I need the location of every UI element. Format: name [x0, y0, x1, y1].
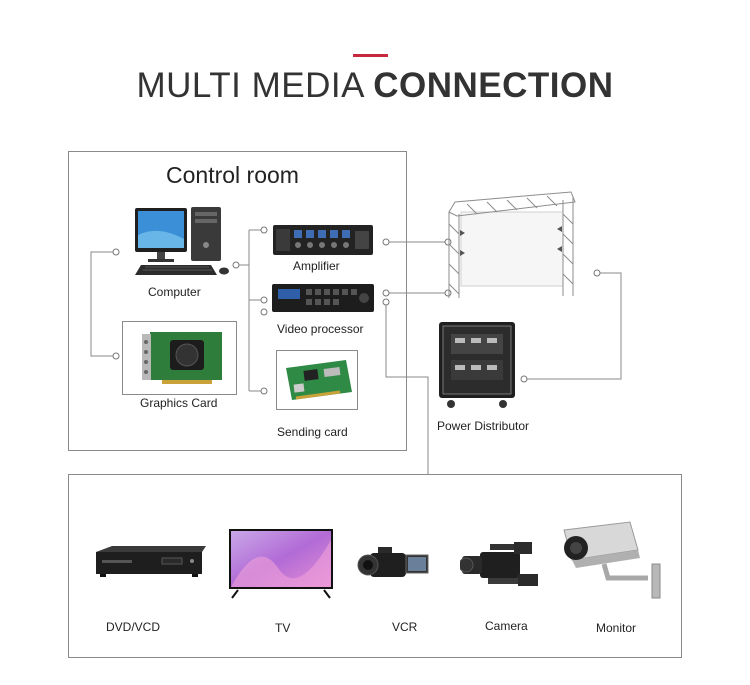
graphics-card-frame: [122, 321, 237, 395]
connector-dot: [593, 269, 601, 277]
amplifier-icon: [273, 225, 373, 255]
cctv-camera-icon: [563, 521, 661, 599]
connector-dot: [382, 238, 390, 246]
connector-dot: [260, 296, 268, 304]
graphics-card-label: Graphics Card: [140, 396, 218, 410]
sending-card-frame: [276, 350, 358, 410]
control-room-title: Control room: [166, 162, 299, 188]
connector-dot: [260, 308, 268, 316]
computer-label: Computer: [148, 285, 201, 299]
page-title: MULTI MEDIA CONNECTION: [0, 66, 750, 106]
connector-dot: [112, 248, 120, 256]
sending-card-icon: [286, 360, 352, 400]
source-label-vcr: VCR: [392, 620, 418, 634]
sending-card-label: Sending card: [277, 425, 348, 439]
camcorder-icon: [357, 547, 429, 577]
accent-bar: [353, 54, 388, 57]
video-processor-icon: [272, 284, 374, 312]
connector-dot: [382, 289, 390, 297]
video-processor-label: Video processor: [277, 322, 364, 336]
dvd-player-icon: [96, 546, 206, 577]
video-camera-icon: [460, 542, 538, 586]
connector-dot: [260, 226, 268, 234]
computer-icon: [135, 207, 229, 275]
source-label-tv: TV: [275, 621, 291, 635]
title-bold: CONNECTION: [373, 66, 614, 105]
connector-dot: [520, 375, 528, 383]
title-light: MULTI MEDIA: [136, 66, 364, 105]
connector-dot: [232, 261, 240, 269]
control-room-box: [68, 151, 407, 451]
source-label-camera: Camera: [485, 619, 528, 633]
sources-box: [68, 474, 682, 658]
led-screen-truss-icon: [448, 191, 576, 298]
power-distributor-icon: [439, 322, 515, 408]
source-label-monitor: Monitor: [596, 621, 637, 635]
wire-processor-sources: [385, 302, 429, 474]
graphics-card-icon: [142, 332, 222, 384]
wire-screen-power: [524, 272, 622, 380]
tv-icon: [229, 529, 333, 599]
connector-dot: [382, 298, 390, 306]
amplifier-label: Amplifier: [293, 259, 340, 273]
power-distributor-label: Power Distributor: [437, 419, 530, 433]
source-label-dvd: DVD/VCD: [106, 620, 161, 634]
connector-dot: [112, 352, 120, 360]
wire-computer-graphics: [90, 251, 116, 357]
connector-dot: [260, 387, 268, 395]
